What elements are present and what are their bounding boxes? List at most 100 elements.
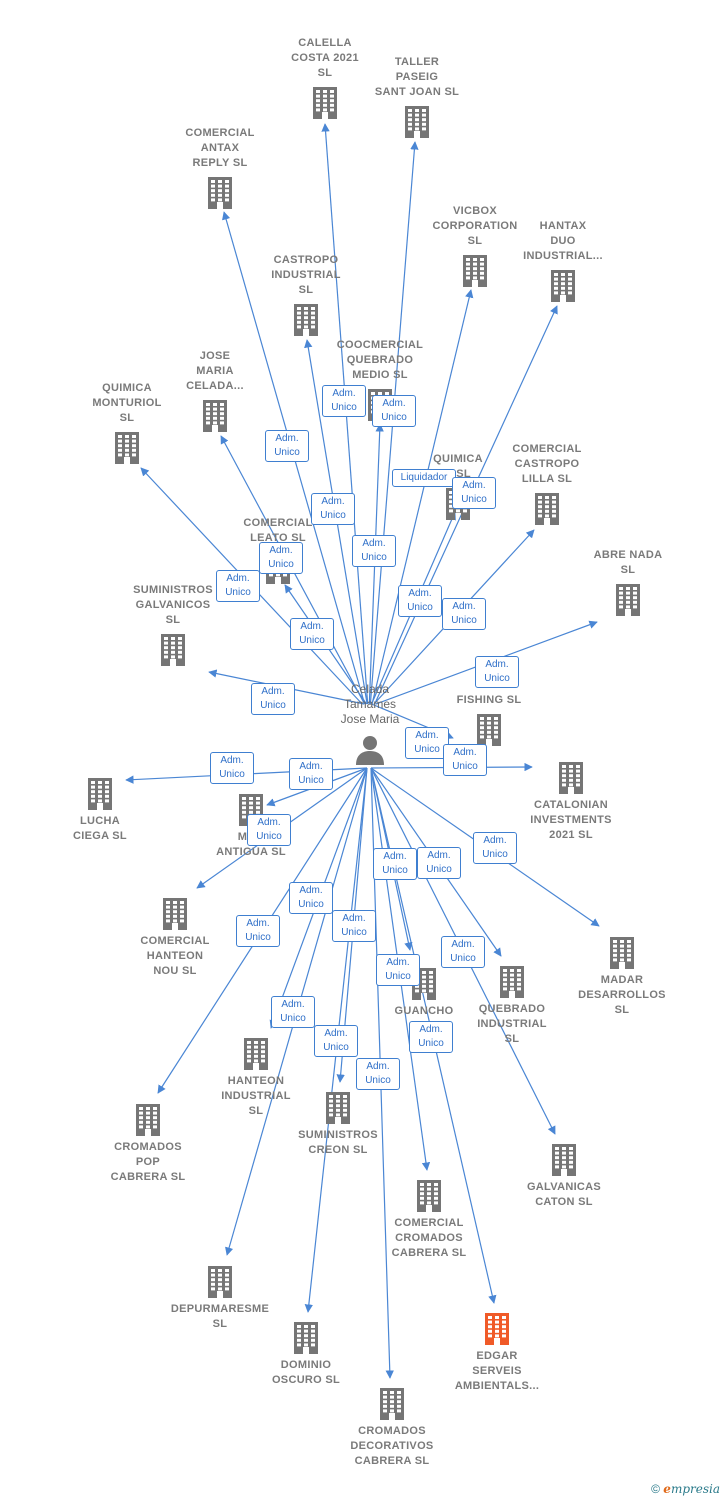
building-icon <box>552 1144 576 1176</box>
role-badge[interactable]: Adm.Unico <box>236 915 280 947</box>
company-name-line: CELADA... <box>186 380 244 392</box>
copyright-icon: © <box>651 1482 660 1496</box>
building-icon <box>244 1038 268 1070</box>
brand-rest: mpresia <box>670 1482 720 1496</box>
role-badge-line: Adm. <box>342 913 366 924</box>
role-badge[interactable]: Adm.Unico <box>259 542 303 574</box>
role-badge-line: Unico <box>452 761 478 772</box>
role-badge[interactable]: Adm.Unico <box>289 882 333 914</box>
building-icon <box>203 400 227 432</box>
role-badge[interactable]: Adm.Unico <box>417 847 461 879</box>
role-badge[interactable]: Adm.Unico <box>216 570 260 602</box>
role-badge-line: Unico <box>320 510 346 521</box>
company-name-line: FISHING SL <box>456 694 522 706</box>
role-badge[interactable]: Adm.Unico <box>311 493 355 525</box>
role-badge[interactable]: Adm.Unico <box>405 727 449 759</box>
brand-e: e <box>663 1482 671 1496</box>
role-badge[interactable]: Adm.Unico <box>265 430 309 462</box>
role-badge-line: Unico <box>341 927 367 938</box>
role-badge-line: Unico <box>219 769 245 780</box>
role-badge[interactable]: Adm.Unico <box>322 385 366 417</box>
company-name-line: SL <box>248 1105 264 1117</box>
company-name-line: COOCMERCIAL <box>336 339 424 351</box>
building-icon <box>294 304 318 336</box>
role-badge[interactable]: Adm.Unico <box>251 683 295 715</box>
role-badge[interactable]: Adm.Unico <box>473 832 517 864</box>
center-label-line: Tamames <box>343 697 396 711</box>
center-person[interactable]: Celada Tamames Jose Maria <box>310 682 430 772</box>
role-badge[interactable]: Adm.Unico <box>442 598 486 630</box>
role-badge[interactable]: Adm.Unico <box>443 744 487 776</box>
role-badge[interactable]: Adm.Unico <box>314 1025 358 1057</box>
company-name-line: MARIA <box>196 365 234 377</box>
role-badge[interactable]: Adm.Unico <box>409 1021 453 1053</box>
role-badge[interactable]: Adm. Unico <box>332 910 376 942</box>
role-badge-line: Adm. <box>226 573 250 584</box>
company-name-line: NOU SL <box>153 965 197 977</box>
role-badge-line: Adm. <box>299 761 323 772</box>
role-badge[interactable]: Adm.Unico <box>441 936 485 968</box>
role-badge[interactable]: Adm.Unico <box>373 848 417 880</box>
company-name-line: CABRERA SL <box>391 1247 467 1259</box>
building-icon <box>463 255 487 287</box>
role-badge[interactable]: Adm.Unico <box>271 996 315 1028</box>
building-icon <box>88 778 112 810</box>
role-badge-line: Adm. <box>220 755 244 766</box>
role-badge[interactable]: Adm.Unico <box>376 954 420 986</box>
role-badge-line: Unico <box>484 673 510 684</box>
role-badge[interactable]: Adm.Unico <box>398 585 442 617</box>
role-badge[interactable]: Adm.Unico <box>352 535 396 567</box>
building-icon <box>535 493 559 525</box>
footer-brand[interactable]: © empresia <box>651 1482 720 1496</box>
role-badge-line: Adm. <box>382 398 406 409</box>
company-name-line: SL <box>298 284 314 296</box>
role-badge[interactable]: Adm.Unico <box>356 1058 400 1090</box>
company-name-line: COMERCIAL <box>243 517 313 529</box>
role-badge[interactable]: Adm.Unico <box>475 656 519 688</box>
company-name-line: INDUSTRIAL... <box>523 250 603 262</box>
role-badge[interactable]: Liquidador <box>392 469 456 487</box>
building-icon <box>559 762 583 794</box>
role-badge[interactable]: Adm.Unico <box>290 618 334 650</box>
edge-vicbox <box>371 289 474 705</box>
role-badge[interactable]: Adm.Unico <box>289 758 333 790</box>
role-badge[interactable]: Adm.Unico <box>452 477 496 509</box>
role-badge[interactable]: Adm.Unico <box>372 395 416 427</box>
role-badge[interactable]: Adm. Unico <box>210 752 254 784</box>
role-badge[interactable]: Adm.Unico <box>247 814 291 846</box>
role-badge-line: Adm. <box>257 817 281 828</box>
building-icon <box>477 714 501 746</box>
company-name-line: INDUSTRIAL <box>477 1018 547 1030</box>
company-name-line: CROMADOS <box>358 1425 426 1437</box>
